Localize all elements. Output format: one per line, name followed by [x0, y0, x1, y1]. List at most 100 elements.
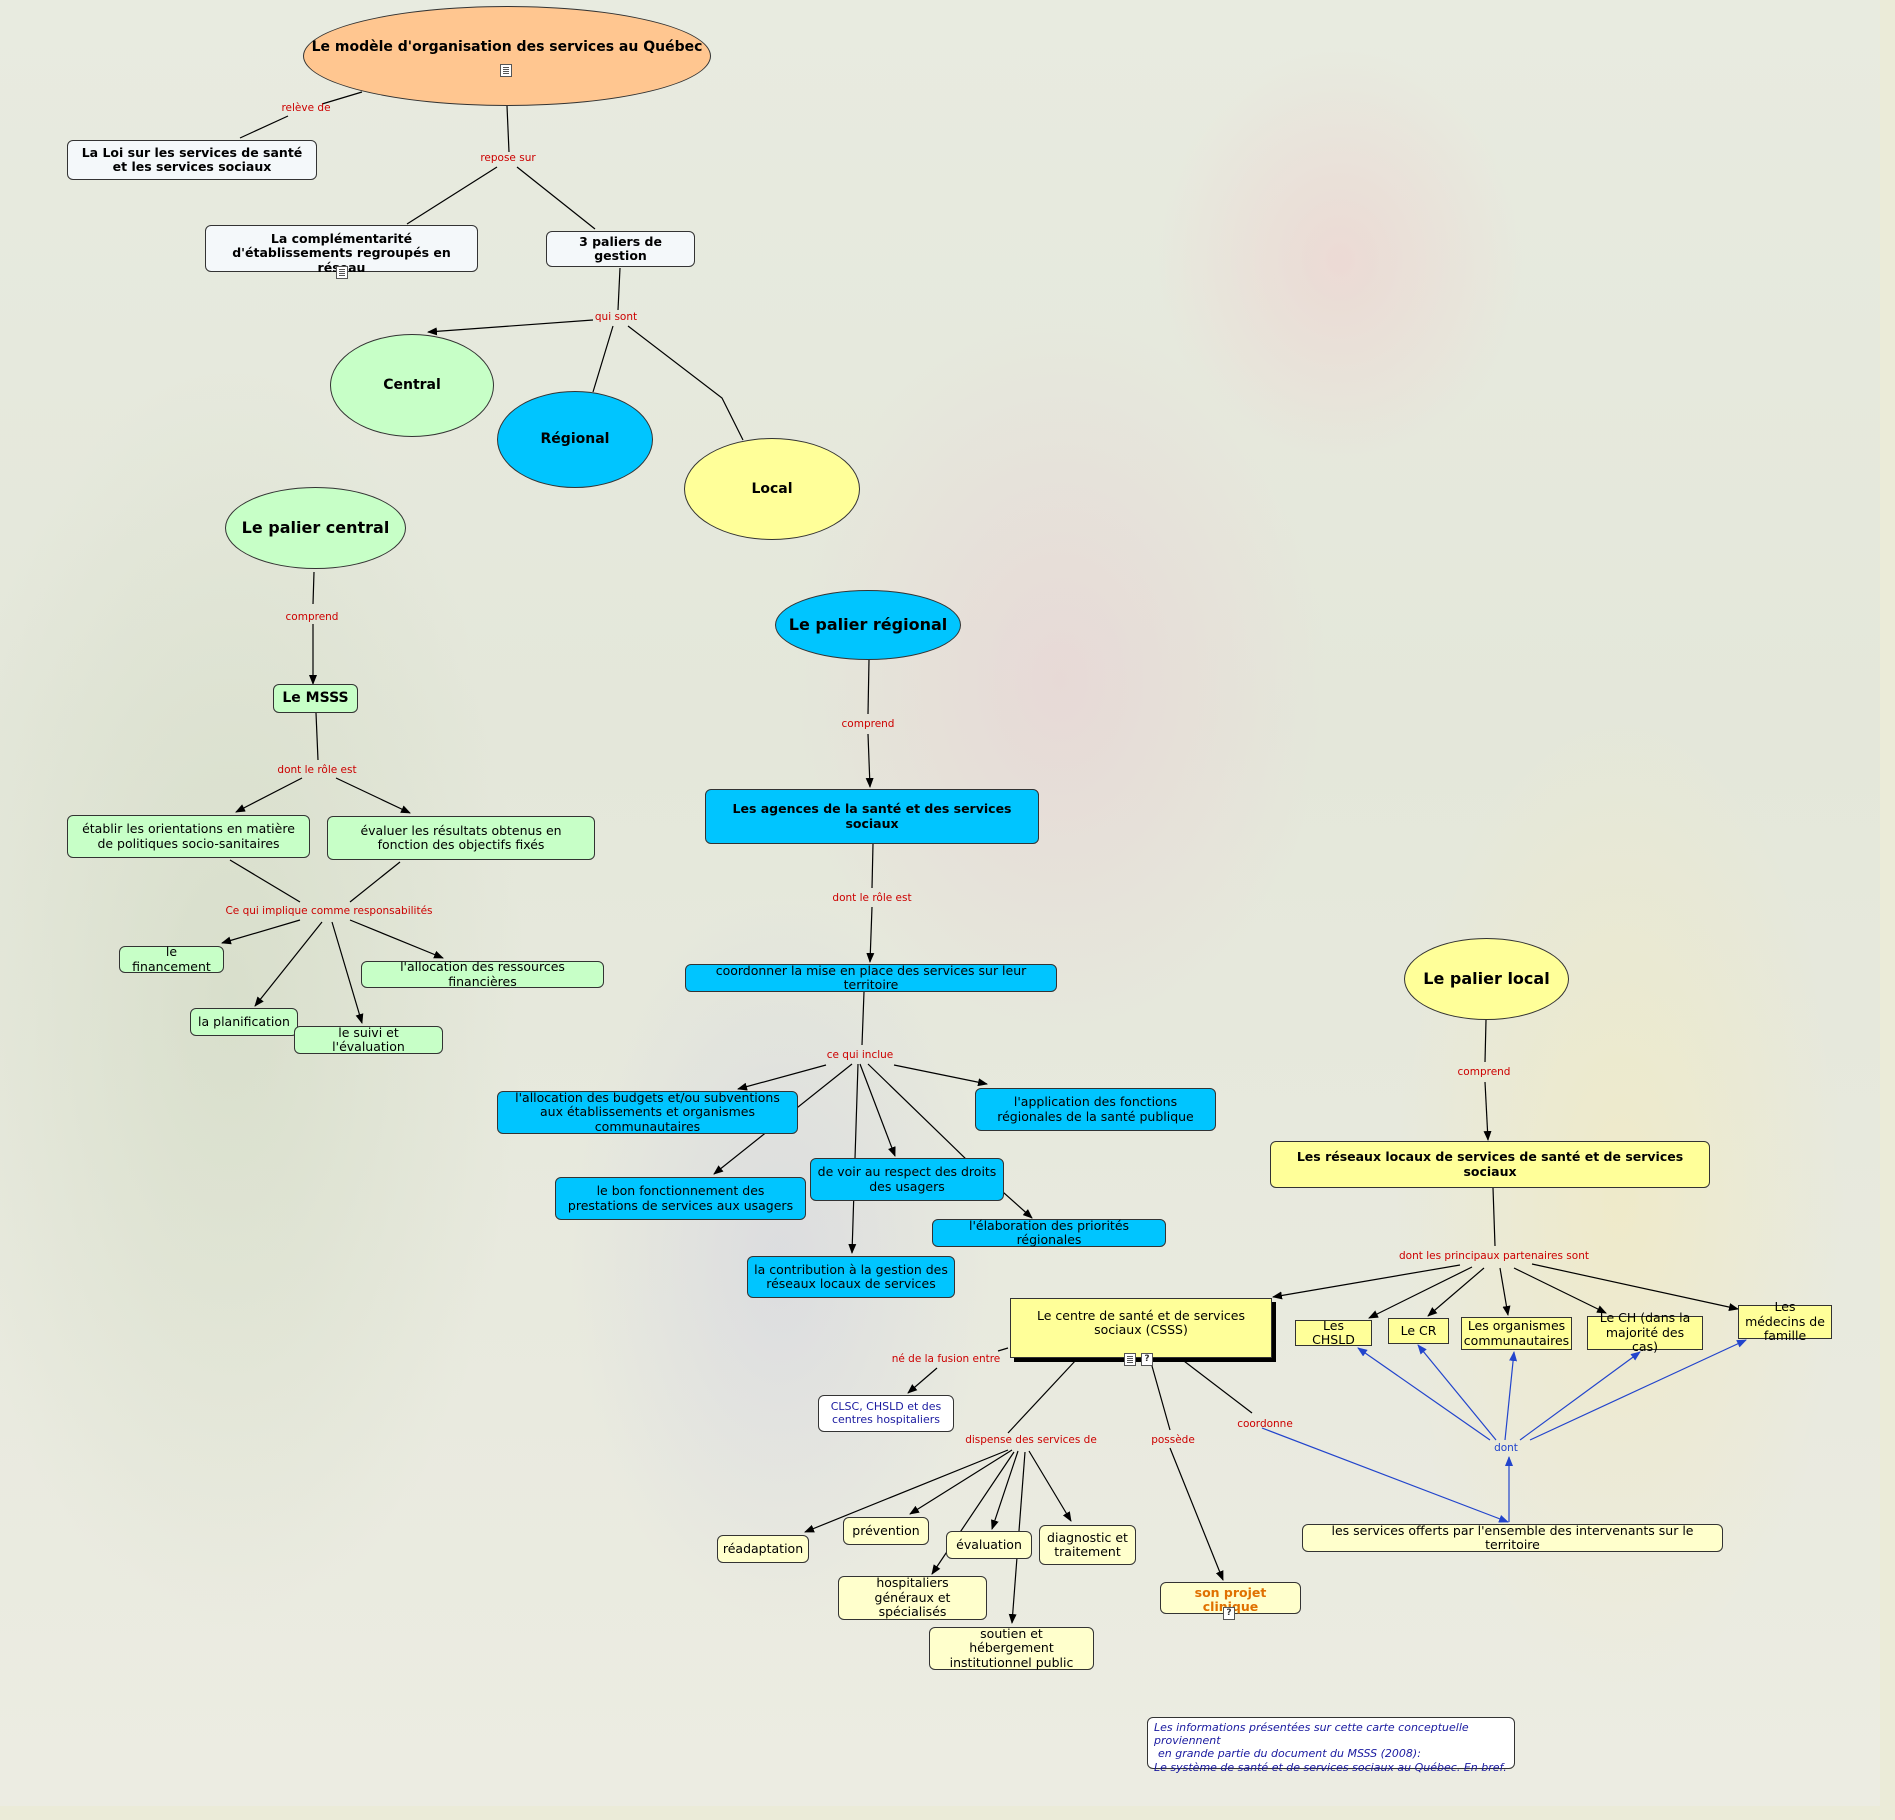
document-icon[interactable]: [1124, 1353, 1136, 1366]
node-coordonner[interactable]: coordonner la mise en place des services…: [685, 964, 1057, 992]
node-local[interactable]: Local: [684, 438, 860, 540]
link-label-dont: dont: [1494, 1442, 1518, 1454]
node-loi[interactable]: La Loi sur les services de santé et les …: [67, 140, 317, 180]
node-clsc[interactable]: CLSC, CHSLD et des centres hospitaliers: [818, 1395, 954, 1432]
node-contribution[interactable]: la contribution à la gestion des réseaux…: [747, 1256, 955, 1298]
node-reseaux[interactable]: Les réseaux locaux de services de santé …: [1270, 1141, 1710, 1188]
line-evaluer-implique: [350, 862, 400, 902]
line-dont-chsld: [1358, 1348, 1490, 1440]
node-paliers[interactable]: 3 paliers de gestion: [546, 231, 695, 267]
line-role-evaluer: [336, 778, 410, 813]
node-evaluation[interactable]: évaluation: [946, 1531, 1032, 1559]
question-icon[interactable]: ?: [1223, 1607, 1235, 1620]
node-services-offerts[interactable]: les services offerts par l'ensemble des …: [1302, 1524, 1723, 1552]
line-csss-fusion: [998, 1348, 1008, 1351]
line-inclue-application: [894, 1065, 987, 1084]
node-planification[interactable]: la planification: [190, 1008, 298, 1036]
line-coordonner-inclue: [862, 992, 864, 1045]
source-note-line3: Le système de santé et de services socia…: [1154, 1761, 1508, 1774]
node-evaluer[interactable]: évaluer les résultats obtenus en fonctio…: [327, 816, 595, 860]
line-coordonne-services: [1262, 1428, 1508, 1522]
node-complementarite[interactable]: La complémentarité d'établissements regr…: [205, 225, 478, 272]
node-allocation-budgets[interactable]: l'allocation des budgets et/ou subventio…: [497, 1091, 798, 1134]
link-label-comprend: comprend: [286, 611, 339, 623]
node-chsld[interactable]: Les CHSLD: [1295, 1320, 1372, 1346]
node-financement[interactable]: le financement: [119, 946, 224, 973]
document-icon[interactable]: [500, 64, 512, 77]
link-label-fusion: né de la fusion entre: [892, 1353, 1001, 1365]
node-cr[interactable]: Le CR: [1388, 1318, 1449, 1344]
line-implique-planification: [255, 922, 322, 1006]
node-suivi[interactable]: le suivi et l'évaluation: [294, 1026, 443, 1054]
node-palier-regional[interactable]: Le palier régional: [775, 590, 961, 660]
node-hospitaliers[interactable]: hospitaliers généraux et spécialisés: [838, 1576, 987, 1620]
line-fusion-clsc: [908, 1368, 937, 1393]
node-allocation-financieres[interactable]: l'allocation des ressources financières: [361, 961, 604, 988]
question-icon[interactable]: ?: [1141, 1353, 1153, 1366]
node-organismes[interactable]: Les organismes communautaires: [1461, 1317, 1572, 1350]
line-csss-possede: [1152, 1366, 1170, 1430]
link-label-comprend: comprend: [1458, 1066, 1511, 1078]
link-label-implique: Ce qui implique comme responsabilités: [225, 905, 432, 917]
node-ch[interactable]: Le CH (dans la majorité des cas): [1587, 1316, 1703, 1350]
line-role-orientations: [236, 778, 302, 812]
node-priorites[interactable]: l'élaboration des priorités régionales: [932, 1219, 1166, 1247]
link-label-comprend: comprend: [842, 718, 895, 730]
line-possede-projet: [1170, 1448, 1223, 1580]
link-label-releve: relève de: [281, 102, 330, 114]
node-medecins[interactable]: Les médecins de famille: [1738, 1305, 1832, 1339]
source-note-line1: Les informations présentées sur cette ca…: [1154, 1721, 1508, 1747]
node-prevention[interactable]: prévention: [843, 1517, 929, 1545]
line-csss-dispense: [1008, 1360, 1076, 1433]
line-msss-role: [316, 713, 318, 760]
line-inclue-droits: [860, 1064, 895, 1156]
line-quisont-regional: [593, 326, 613, 392]
node-palier-central[interactable]: Le palier central: [225, 487, 406, 569]
link-label-partenaires: dont les principaux partenaires sont: [1399, 1250, 1589, 1262]
line-dispense-diagnostic: [1029, 1451, 1071, 1521]
line-comprend-agences: [868, 734, 870, 787]
node-readaptation[interactable]: réadaptation: [717, 1535, 809, 1563]
node-application[interactable]: l'application des fonctions régionales d…: [975, 1088, 1216, 1131]
node-orientations[interactable]: établir les orientations en matière de p…: [67, 815, 310, 858]
node-regional[interactable]: Régional: [497, 391, 653, 488]
line-title-repose: [507, 106, 509, 152]
node-droits[interactable]: de voir au respect des droits des usager…: [810, 1158, 1004, 1201]
node-diagnostic[interactable]: diagnostic et traitement: [1039, 1525, 1136, 1565]
line-repose-paliers: [517, 167, 595, 229]
line-inclue-budgets: [738, 1065, 826, 1089]
line-orientations-implique: [230, 860, 300, 902]
link-label-possede: possède: [1151, 1434, 1195, 1446]
node-msss[interactable]: Le MSSS: [273, 684, 358, 713]
node-agences[interactable]: Les agences de la santé et des services …: [705, 789, 1039, 844]
line-palier-central-comprend: [313, 572, 314, 604]
source-note: Les informations présentées sur cette ca…: [1147, 1717, 1515, 1769]
line-palier-local-comprend: [1485, 1020, 1486, 1062]
node-central[interactable]: Central: [330, 334, 494, 437]
line-palier-regional-comprend: [868, 660, 869, 714]
document-icon[interactable]: [336, 266, 348, 279]
line-implique-financement: [222, 920, 300, 943]
line-implique-allocation: [350, 920, 443, 958]
main-title-node[interactable]: Le modèle d'organisation des services au…: [303, 6, 711, 106]
line-part-ch: [1514, 1268, 1606, 1313]
line-dont-ch: [1520, 1352, 1640, 1440]
line-dont-medecins: [1530, 1340, 1746, 1440]
link-label-coordonne: coordonne: [1237, 1418, 1293, 1430]
node-csss[interactable]: Le centre de santé et de services sociau…: [1010, 1298, 1272, 1358]
line-dispense-evaluation: [992, 1451, 1018, 1529]
node-palier-local[interactable]: Le palier local: [1404, 938, 1569, 1020]
line-comprend-reseaux: [1485, 1082, 1488, 1140]
line-csss-coordonne: [1180, 1358, 1252, 1413]
link-label-inclue: ce qui inclue: [827, 1049, 894, 1061]
node-soutien[interactable]: soutien et hébergement institutionnel pu…: [929, 1627, 1094, 1670]
line-part-csss: [1273, 1265, 1460, 1297]
line-reseaux-partenaires: [1493, 1188, 1495, 1246]
line-quisont-central: [428, 320, 593, 332]
link-label-dont-role: dont le rôle est: [832, 892, 911, 904]
link-label-quisont: qui sont: [595, 311, 637, 323]
line-agences-role: [872, 844, 873, 888]
line-dispense-prevention: [910, 1450, 1012, 1514]
node-bon-fonctionnement[interactable]: le bon fonctionnement des prestations de…: [555, 1177, 806, 1220]
